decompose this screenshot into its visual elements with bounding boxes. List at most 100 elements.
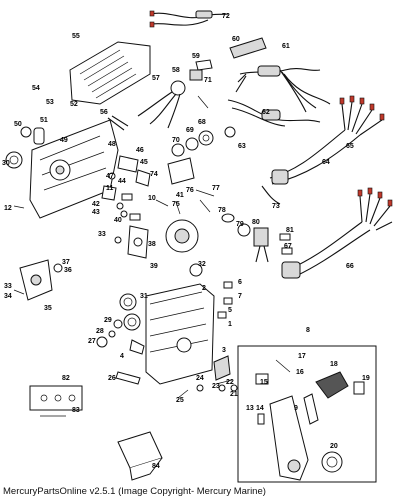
part-number: 43 xyxy=(92,209,100,216)
part-number: 40 xyxy=(114,217,122,224)
detent-parts xyxy=(116,202,141,221)
part-number: 2 xyxy=(202,285,206,292)
harness-64 xyxy=(269,95,385,185)
part-number-labels: 72 55 60 59 61 54 53 52 58 71 57 56 62 6… xyxy=(2,13,370,470)
part-number: 26 xyxy=(108,375,116,382)
part-number: 42 xyxy=(92,201,100,208)
part-number: 32 xyxy=(198,261,206,268)
part-number: 38 xyxy=(148,241,156,248)
screw-10 xyxy=(155,199,169,207)
part-number: 50 xyxy=(14,121,22,128)
part-number: 75 xyxy=(172,201,180,208)
bracket-84 xyxy=(117,431,163,481)
wire-73 xyxy=(261,185,281,205)
part-number: 12 xyxy=(4,205,12,212)
part-number: 30 xyxy=(2,160,10,167)
part-number: 47 xyxy=(106,173,114,180)
part-number: 8 xyxy=(306,327,310,334)
part-number: 25 xyxy=(176,397,184,404)
part-number: 45 xyxy=(140,159,148,166)
part-number: 49 xyxy=(60,137,68,144)
part-number: 31 xyxy=(140,293,148,300)
part-number: 19 xyxy=(362,375,370,382)
part-number: 48 xyxy=(108,141,116,148)
part-number: 35 xyxy=(44,305,52,312)
part-number: 7 xyxy=(238,293,242,300)
harness-upper-right xyxy=(235,65,331,113)
bracket-82 xyxy=(29,385,83,417)
cover-plate xyxy=(69,41,151,105)
part-number: 4 xyxy=(120,353,124,360)
part-number: 60 xyxy=(232,36,240,43)
part-number: 69 xyxy=(186,127,194,134)
clip xyxy=(195,59,213,71)
part-number: 73 xyxy=(272,203,280,210)
screw-12 xyxy=(13,205,25,209)
part-number: 33 xyxy=(4,283,12,290)
part-number: 13 xyxy=(246,405,254,412)
part-number: 1 xyxy=(228,321,232,328)
part-number: 34 xyxy=(4,293,12,300)
harness-62 xyxy=(227,99,321,127)
part-number: 17 xyxy=(298,353,306,360)
decal xyxy=(229,37,267,59)
switch-assembly xyxy=(137,69,203,129)
part-number: 41 xyxy=(176,192,184,199)
part-number: 27 xyxy=(88,338,96,345)
part-number: 10 xyxy=(148,195,156,202)
part-number: 71 xyxy=(204,77,212,84)
part-number: 63 xyxy=(238,143,246,150)
part-number: 64 xyxy=(322,159,330,166)
part-number: 70 xyxy=(172,137,180,144)
part-number: 76 xyxy=(186,187,194,194)
rear-cover-parts xyxy=(177,355,238,399)
part-number: 11 xyxy=(106,185,114,192)
part-number: 78 xyxy=(218,207,226,214)
part-number: 79 xyxy=(236,221,244,228)
small-hardware xyxy=(217,281,233,319)
part-number: 59 xyxy=(192,53,200,60)
part-number: 24 xyxy=(196,375,204,382)
trim-dial xyxy=(114,219,199,259)
part-number: 22 xyxy=(226,379,234,386)
part-number: 56 xyxy=(100,109,108,116)
screw-75 xyxy=(175,201,181,215)
part-number: 57 xyxy=(152,75,160,82)
part-number: 54 xyxy=(32,85,40,92)
part-number: 21 xyxy=(230,391,238,398)
part-number: 5 xyxy=(228,307,232,314)
part-number: 58 xyxy=(172,67,180,74)
copyright-caption: MercuryPartsOnline v2.5.1 (Image Copyrig… xyxy=(3,486,266,497)
harness-66 xyxy=(281,187,393,279)
grommet xyxy=(224,126,236,138)
pin xyxy=(197,95,209,109)
part-number: 53 xyxy=(46,99,54,106)
part-number: 55 xyxy=(72,33,80,40)
throttle-lever xyxy=(13,259,63,301)
lower-housing xyxy=(145,283,215,385)
part-number: 15 xyxy=(260,379,268,386)
part-number: 68 xyxy=(198,119,206,126)
part-number: 51 xyxy=(40,117,48,124)
rings xyxy=(119,263,203,331)
lock-parts xyxy=(96,319,145,385)
wire-harness-top xyxy=(149,10,229,28)
part-number: 66 xyxy=(346,263,354,270)
part-number: 20 xyxy=(330,443,338,450)
handle-hub xyxy=(5,126,45,169)
part-number: 52 xyxy=(70,101,78,108)
part-number: 3 xyxy=(222,347,226,354)
remote-housing xyxy=(29,119,119,219)
part-number: 28 xyxy=(96,328,104,335)
part-number: 16 xyxy=(296,369,304,376)
part-number: 82 xyxy=(62,375,70,382)
part-number: 80 xyxy=(252,219,260,226)
part-number: 23 xyxy=(212,383,220,390)
part-number: 44 xyxy=(118,178,126,185)
part-number: 14 xyxy=(256,405,264,412)
part-number: 62 xyxy=(262,109,270,116)
handle-kit-box xyxy=(237,345,377,483)
small-wire xyxy=(107,115,129,131)
part-number: 37 xyxy=(62,259,70,266)
